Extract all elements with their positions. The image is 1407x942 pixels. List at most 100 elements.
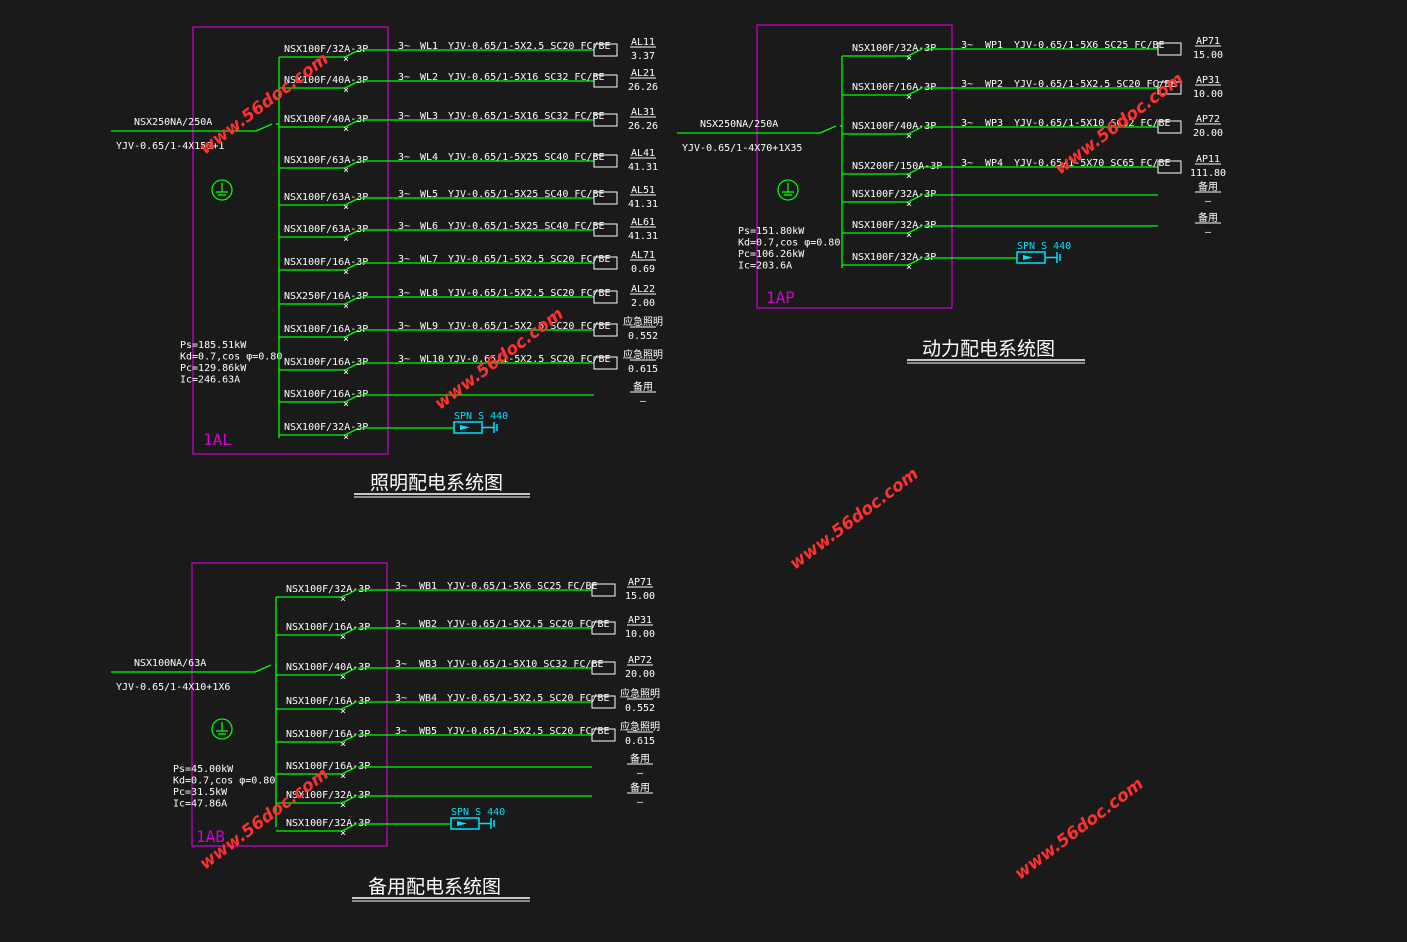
circuit-id: WB1 — [419, 581, 437, 592]
breaker-rating: NSX100F/32A-3P — [852, 220, 936, 231]
lighting-diagram: 1ALNSX250NA/250AYJV-0.65/1-4X150+1Ps=185… — [111, 26, 663, 455]
breaker-rating: NSX100F/32A-3P — [284, 422, 368, 433]
load-power: 26.26 — [628, 121, 658, 132]
load-name: AP31 — [1196, 75, 1220, 86]
load-power: 41.31 — [628, 199, 658, 210]
load-terminal — [593, 191, 618, 205]
incoming-breaker-label: NSX250NA/250A — [134, 117, 212, 128]
surge-arrow-icon — [457, 821, 467, 826]
cable-spec: YJV-0.65/1-5X25 SC40 FC/BE — [448, 189, 605, 200]
breaker-rating: NSX100F/40A-3P — [284, 114, 368, 125]
panel-boundary — [191, 562, 388, 847]
breaker-rating: NSX100F/16A-3P — [286, 696, 370, 707]
breaker-cross-icon: × — [343, 267, 349, 278]
load-parameter: Kd=0.7,cos φ=0.80 — [180, 352, 282, 363]
cable-spec: YJV-0.65/1-5X2.5 SC20 FC/BE — [448, 321, 611, 332]
breaker-switch — [907, 48, 923, 57]
load-parameter: Pc=31.5kW — [173, 787, 228, 798]
watermark: www.56doc.com — [786, 464, 923, 574]
cable-spec: YJV-0.65/1-5X2.5 SC20 FC/BE — [447, 619, 610, 630]
breaker-cross-icon: × — [340, 800, 346, 811]
breaker-switch — [341, 627, 357, 636]
breaker-rating: NSX100F/16A-3P — [284, 257, 368, 268]
phase-label: 3~ — [398, 254, 410, 265]
load-name: 应急照明 — [620, 687, 660, 700]
breaker-cross-icon: × — [906, 53, 912, 64]
breaker-rating: NSX100F/16A-3P — [286, 761, 370, 772]
phase-label: 3~ — [395, 619, 407, 630]
load-name: AL61 — [631, 217, 655, 228]
incoming-switch — [255, 123, 273, 132]
breaker-rating: NSX100F/16A-3P — [852, 82, 936, 93]
incoming-breaker-label: NSX100NA/63A — [134, 658, 206, 669]
load-terminal — [1157, 120, 1182, 134]
breaker-rating: NSX100F/16A-3P — [284, 389, 368, 400]
circuit-id: WL6 — [420, 221, 438, 232]
breaker-cross-icon: × — [340, 632, 346, 643]
load-name: AP72 — [1196, 114, 1220, 125]
load-name: AP31 — [628, 615, 652, 626]
cable-spec: YJV-0.65/1-5X25 SC40 FC/BE — [448, 221, 605, 232]
load-terminal — [593, 43, 618, 57]
load-power: 20.00 — [1193, 128, 1223, 139]
cable-spec: YJV-0.65/1-5X2.5 SC20 FC/BE — [447, 693, 610, 704]
load-terminal — [1157, 42, 1182, 56]
breaker-switch — [344, 197, 360, 206]
breaker-cross-icon: × — [343, 334, 349, 345]
phase-label: 3~ — [395, 693, 407, 704]
load-name: AL22 — [631, 284, 655, 295]
load-terminal — [591, 728, 616, 742]
breaker-switch — [344, 229, 360, 238]
phase-label: 3~ — [398, 41, 410, 52]
load-name: 应急照明 — [623, 348, 663, 361]
load-terminal — [593, 154, 618, 168]
load-parameter: Ic=47.86A — [173, 799, 227, 810]
standby-title: 备用配电系统图 — [368, 876, 501, 898]
load-power: 20.00 — [625, 669, 655, 680]
breaker-switch — [907, 257, 923, 266]
breaker-switch — [907, 126, 923, 135]
cable-spec: YJV-0.65/1-5X2.5 SC20 FC/BE — [448, 41, 611, 52]
load-name: 备用 — [633, 380, 653, 393]
breaker-cross-icon: × — [343, 432, 349, 443]
phase-label: 3~ — [395, 726, 407, 737]
load-name: AP71 — [1196, 36, 1220, 47]
load-terminal — [591, 621, 616, 635]
load-parameter: Kd=0.7,cos φ=0.80 — [173, 776, 275, 787]
load-terminal — [593, 223, 618, 237]
load-name: 备用 — [1198, 211, 1218, 224]
breaker-switch — [344, 119, 360, 128]
load-power: 0.552 — [628, 331, 658, 342]
load-name: AP11 — [1196, 154, 1220, 165]
surge-protector-label: SPN S 440 — [454, 411, 508, 422]
phase-label: 3~ — [398, 152, 410, 163]
phase-label: 3~ — [395, 659, 407, 670]
breaker-switch — [344, 262, 360, 271]
load-power: — — [640, 396, 647, 407]
load-terminal — [591, 583, 616, 597]
breaker-cross-icon: × — [340, 771, 346, 782]
surge-protector-label: SPN S 440 — [1017, 241, 1071, 252]
load-parameter: Ps=185.51kW — [180, 340, 247, 351]
breaker-cross-icon: × — [340, 672, 346, 683]
breaker-rating: NSX100F/32A-3P — [286, 790, 370, 801]
load-name: 备用 — [630, 752, 650, 765]
breaker-cross-icon: × — [343, 234, 349, 245]
breaker-cross-icon: × — [343, 85, 349, 96]
load-terminal — [593, 113, 618, 127]
cable-spec: YJV-0.65/1-5X2.5 SC20 FC/BE — [447, 726, 610, 737]
breaker-switch — [341, 766, 357, 775]
circuit-id: WL4 — [420, 152, 438, 163]
